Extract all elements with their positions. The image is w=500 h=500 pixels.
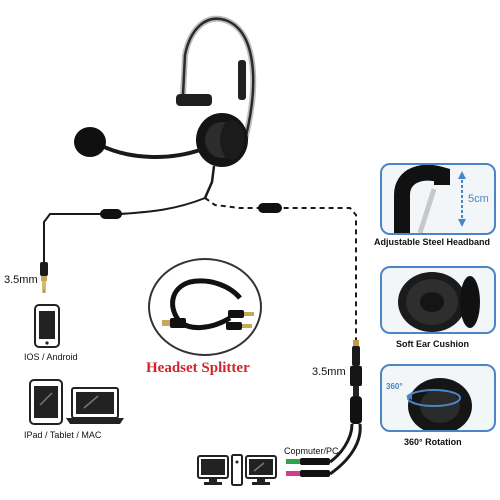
desktop-pc-icon	[197, 454, 277, 486]
splitter-cable-image	[162, 278, 254, 330]
jack-plug-right	[286, 340, 362, 477]
tablet-icon	[29, 379, 63, 425]
splitter-circle	[148, 258, 262, 356]
smartphone-icon	[34, 304, 60, 348]
ipad-tablet-mac-label: IPad / Tablet / MAC	[24, 430, 102, 440]
headset-splitter-title: Headset Splitter	[146, 360, 250, 376]
jack-plug-left	[40, 262, 48, 293]
computer-pc-label: Copmuter/PC	[284, 446, 339, 456]
volume-control-right	[258, 203, 282, 213]
jack-label-left: 3.5mm	[4, 274, 38, 286]
headband-measure: 5cm	[468, 193, 489, 205]
rotation-callout: 360°	[380, 364, 496, 432]
rotation-title: 360° Rotation	[404, 437, 462, 447]
cushion-callout	[380, 266, 496, 334]
headset-image	[74, 15, 257, 199]
rotation-badge: 360°	[386, 382, 403, 391]
jack-label-right: 3.5mm	[312, 366, 346, 378]
ear-cushion-image	[398, 272, 480, 332]
headband-closeup-image	[394, 165, 466, 233]
headband-callout: 5cm	[380, 163, 496, 235]
cushion-title: Soft Ear Cushion	[396, 339, 470, 349]
headband-title: Adjustable Steel Headband	[374, 237, 491, 247]
volume-control-left	[100, 209, 122, 219]
ios-android-label: IOS / Android	[24, 352, 78, 362]
rotation-image	[406, 378, 472, 430]
laptop-icon	[66, 387, 124, 424]
